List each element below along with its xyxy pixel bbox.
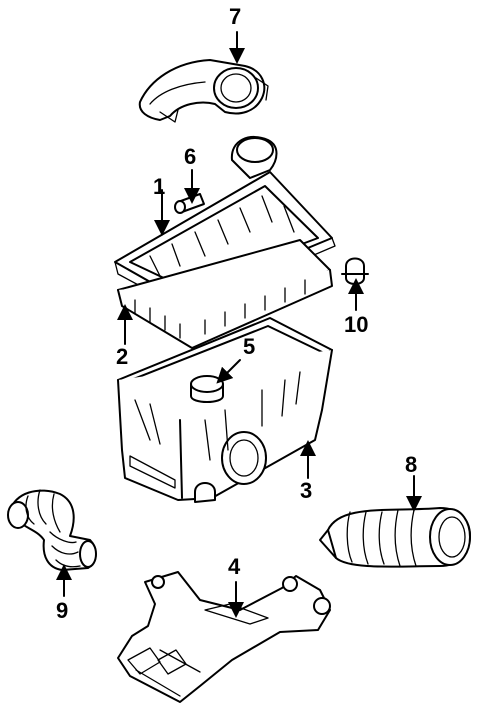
callout-9: 9	[56, 598, 69, 623]
callout-7: 7	[229, 4, 242, 29]
callout-3: 3	[300, 478, 313, 503]
part-9-flex-hose	[7, 489, 97, 597]
leader-line-5	[216, 359, 241, 384]
part-4-mounting-bracket	[117, 571, 331, 703]
callout-6: 6	[184, 144, 197, 169]
part-10-sensor	[341, 257, 369, 311]
callout-1: 1	[153, 174, 166, 199]
part-6-breather-tube	[174, 169, 205, 214]
callout-4: 4	[228, 554, 241, 579]
part-2-filter-element	[117, 239, 333, 349]
part-3-air-cleaner-housing	[117, 317, 333, 503]
callout-8: 8	[405, 452, 418, 477]
callout-2: 2	[116, 344, 129, 369]
part-1-air-cleaner-cover	[114, 135, 336, 311]
callout-10: 10	[344, 312, 369, 337]
part-7-intake-duct	[138, 31, 269, 123]
callout-5: 5	[243, 334, 256, 359]
part-8-corrugated-hose	[319, 475, 471, 568]
